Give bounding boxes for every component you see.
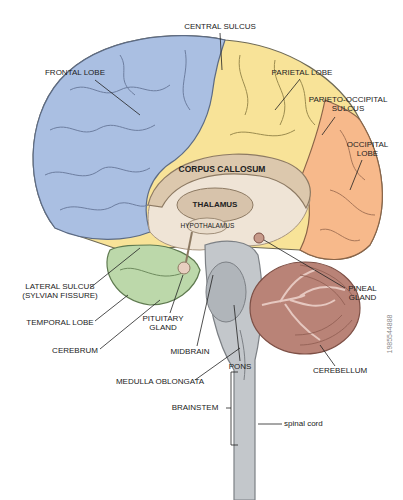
temporal-gyrus — [120, 268, 185, 276]
part-label: CORPUS CALLOSUM — [172, 165, 272, 175]
leader-lines — [90, 33, 362, 424]
part-label: CEREBELLUM — [300, 366, 380, 375]
cerebellum — [250, 262, 360, 354]
part-label: PINEAL GLAND — [335, 284, 390, 302]
part-label: TEMPORAL LOBE — [15, 318, 105, 327]
parietal-gyri — [230, 55, 315, 136]
thalamus — [177, 188, 253, 222]
medulla-line — [240, 330, 245, 380]
temporal-lobe — [107, 245, 200, 305]
part-label: PONS — [220, 362, 260, 371]
part-label: OCCIPITAL LOBE — [340, 140, 395, 158]
part-label: MEDULLA OBLONGATA — [110, 377, 210, 386]
part-label: THALAMUS — [180, 200, 250, 209]
occipital-lobe — [300, 100, 382, 260]
pons — [206, 262, 246, 322]
part-label: HYPOTHALAMUS — [170, 222, 245, 229]
brainstem-bracket — [226, 372, 238, 445]
part-label: PARIETO-OCCIPITAL SULCUS — [298, 95, 398, 113]
part-label: spinal cord — [284, 419, 354, 428]
part-label: CENTRAL SULCUS — [175, 22, 265, 31]
watermark: 1985544888 — [386, 294, 394, 374]
brainstem — [205, 241, 262, 500]
part-label: CEREBRUM — [40, 346, 110, 355]
pineal-gland — [254, 233, 264, 243]
part-label: PITUITARY GLAND — [133, 314, 193, 332]
part-label: FRONTAL LOBE — [35, 68, 115, 77]
part-label: PARIETAL LOBE — [262, 68, 342, 77]
part-label: BRAINSTEM — [165, 403, 225, 412]
pituitary-gland — [178, 262, 190, 274]
part-label: LATERAL SULCUS (SYLVIAN FISSURE) — [10, 282, 110, 300]
parietal-lobe — [33, 36, 382, 260]
pituitary-stalk — [186, 232, 192, 262]
part-label: MIDBRAIN — [160, 347, 220, 356]
cerebellar-folia — [295, 265, 352, 345]
